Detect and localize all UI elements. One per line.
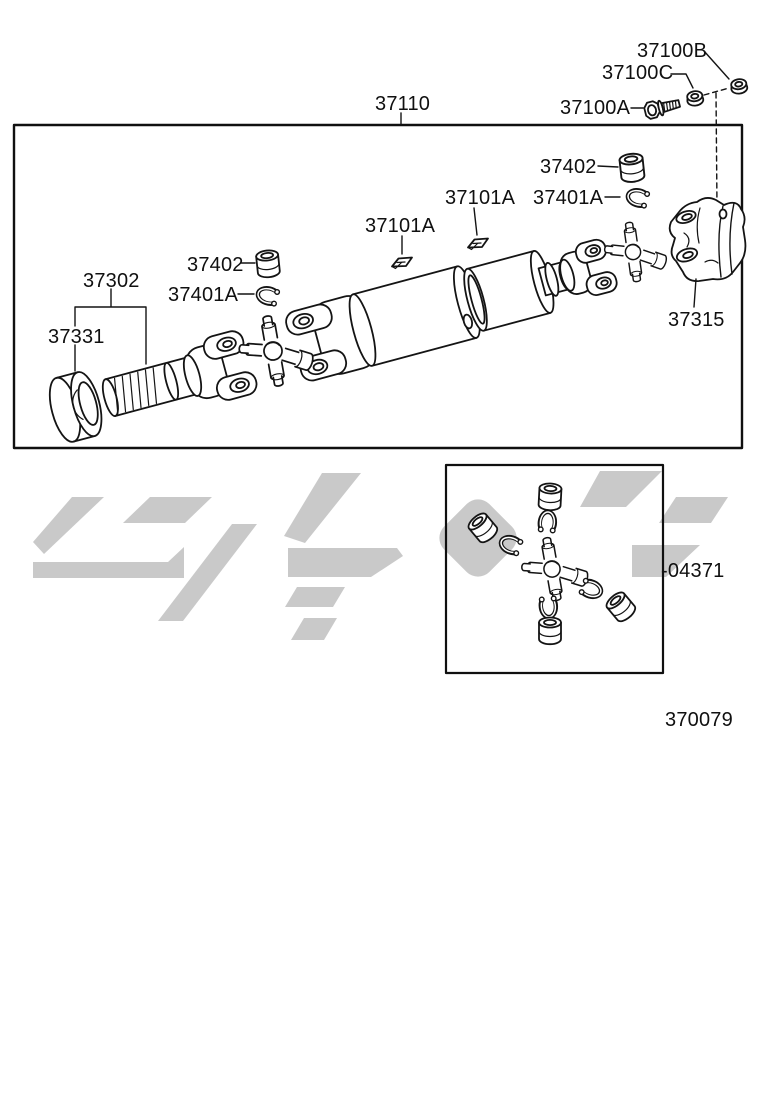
watermark-shape <box>123 497 212 523</box>
bearing-cup-icon <box>602 588 639 626</box>
snap-ring-icon <box>256 285 280 306</box>
part-label-37402-right: 37402 <box>540 156 597 178</box>
joint-kit-box <box>444 463 665 675</box>
snap-ring-icon <box>626 187 650 208</box>
main-parts-box <box>12 123 744 450</box>
leader-line <box>703 50 730 80</box>
watermark-shape <box>288 548 403 577</box>
bracket-37302 <box>74 288 147 372</box>
part-label-37401A-right: 37401A <box>533 187 604 209</box>
bearing-cup-icon <box>618 151 646 184</box>
nut-icon <box>729 77 749 96</box>
snap-ring-icon <box>539 596 557 618</box>
part-label-37101A-left: 37101A <box>365 215 436 237</box>
leader-line <box>597 165 619 168</box>
leader-line <box>693 278 697 308</box>
part-label-04371: -04371 <box>661 560 724 582</box>
watermark-shape <box>284 473 361 543</box>
part-label-37100C: 37100C <box>602 62 673 84</box>
watermark-shape <box>285 587 345 607</box>
flange-yoke-drawing <box>668 197 747 282</box>
dust-cover-drawing <box>48 371 103 443</box>
watermark-shape <box>33 497 104 554</box>
leader-line <box>473 207 478 236</box>
part-label-37100A: 37100A <box>560 97 631 119</box>
part-label-37315: 37315 <box>668 309 725 331</box>
balance-weight-icon <box>391 256 413 270</box>
watermark <box>33 471 728 640</box>
part-label-37302: 37302 <box>83 270 140 292</box>
part-label-37110: 37110 <box>375 93 430 115</box>
watermark-shape <box>158 524 257 621</box>
sleeve-yoke-drawing <box>182 330 258 401</box>
dashed-assembly-line <box>703 87 730 96</box>
part-label-37401A-left: 37401A <box>168 284 239 306</box>
balance-weight-icon <box>467 237 489 251</box>
watermark-shape <box>632 545 700 577</box>
nut-icon <box>685 89 705 108</box>
part-label-37101A-right: 37101A <box>445 187 516 209</box>
part-label-37100B: 37100B <box>637 40 707 62</box>
leader-line <box>670 73 694 89</box>
watermark-shape <box>291 618 337 640</box>
part-label-37331: 37331 <box>48 326 105 348</box>
snap-ring-icon <box>538 511 556 533</box>
bearing-cup-icon <box>254 248 282 280</box>
part-label-37402-left: 37402 <box>187 254 244 276</box>
bearing-cup-icon <box>538 616 562 646</box>
bearing-cup-icon <box>537 482 563 512</box>
watermark-shape <box>659 497 728 523</box>
shaft-tube-rear-drawing <box>463 250 555 332</box>
bolt-icon <box>643 99 681 120</box>
figure-number: 370079 <box>665 709 733 731</box>
watermark-shape <box>580 471 662 507</box>
dashed-assembly-line <box>715 92 718 207</box>
slip-spline-drawing <box>101 356 200 417</box>
rear-yoke-drawing <box>537 238 618 297</box>
watermark-shape <box>33 547 184 578</box>
propeller-shaft-drawing <box>48 238 618 443</box>
